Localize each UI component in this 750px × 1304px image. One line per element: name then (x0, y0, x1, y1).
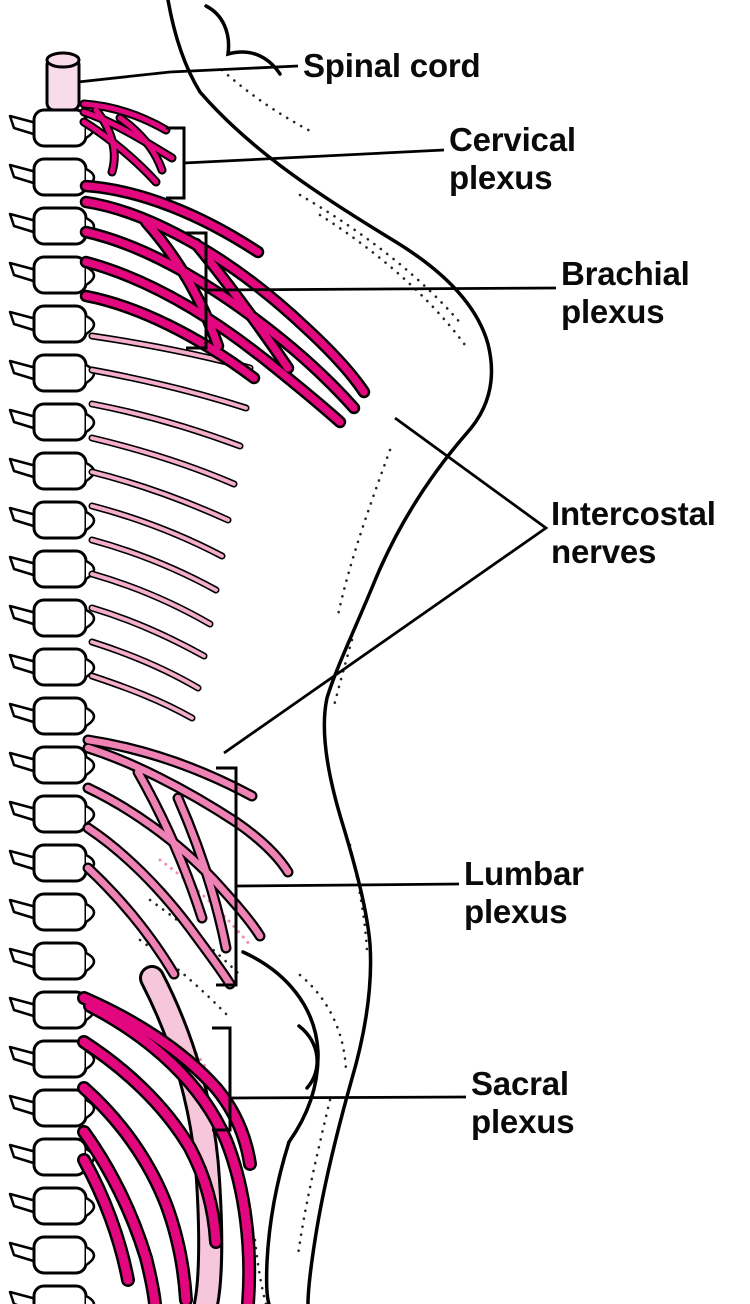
leader-sacral (229, 1095, 467, 1100)
label-line: Spinal cord (303, 47, 481, 84)
label-cervical-plexus: Cervical plexus (449, 121, 576, 198)
label-line: plexus (471, 1103, 575, 1141)
label-line: Brachial (561, 255, 690, 292)
label-sacral-plexus: Sacral plexus (471, 1065, 575, 1142)
sacral-plexus-illustration (84, 998, 250, 1304)
label-line: Lumbar (464, 855, 584, 892)
label-line: plexus (464, 893, 568, 931)
leader-lines (77, 64, 557, 1132)
label-line: Intercostal (551, 495, 716, 532)
label-brachial-plexus: Brachial plexus (561, 255, 690, 332)
label-line: plexus (561, 293, 665, 331)
hip-line (241, 950, 320, 1144)
label-line: plexus (449, 159, 553, 197)
leader-brachial (205, 286, 557, 292)
brachial-plexus-illustration (86, 186, 364, 422)
vertebral-column (8, 108, 96, 1304)
bracket-cervical (166, 126, 186, 200)
label-lumbar-plexus: Lumbar plexus (464, 855, 584, 932)
leader-spinal-cord (77, 64, 299, 84)
intercostal-nerves-illustration (92, 336, 250, 718)
body-outline (166, 0, 494, 1304)
label-spinal-cord: Spinal cord (303, 47, 481, 85)
bracket-lumbar (216, 766, 238, 987)
label-intercostal-nerves: Intercostal nerves (551, 495, 716, 572)
leader-lumbar (235, 882, 460, 888)
spinal-cord-illustration (45, 51, 81, 112)
thigh-line (264, 1140, 291, 1304)
jaw-line (204, 4, 282, 76)
leader-intercostal (223, 416, 549, 755)
label-line: Cervical (449, 121, 576, 158)
leader-cervical (183, 148, 445, 165)
bracket-brachial (186, 231, 208, 350)
label-line: Sacral (471, 1065, 569, 1102)
cervical-plexus-illustration (84, 104, 172, 182)
lumbar-plexus-illustration (88, 740, 288, 984)
hip-knob-line (297, 1024, 319, 1090)
bracket-sacral (212, 1026, 232, 1132)
label-line: nerves (551, 533, 657, 571)
